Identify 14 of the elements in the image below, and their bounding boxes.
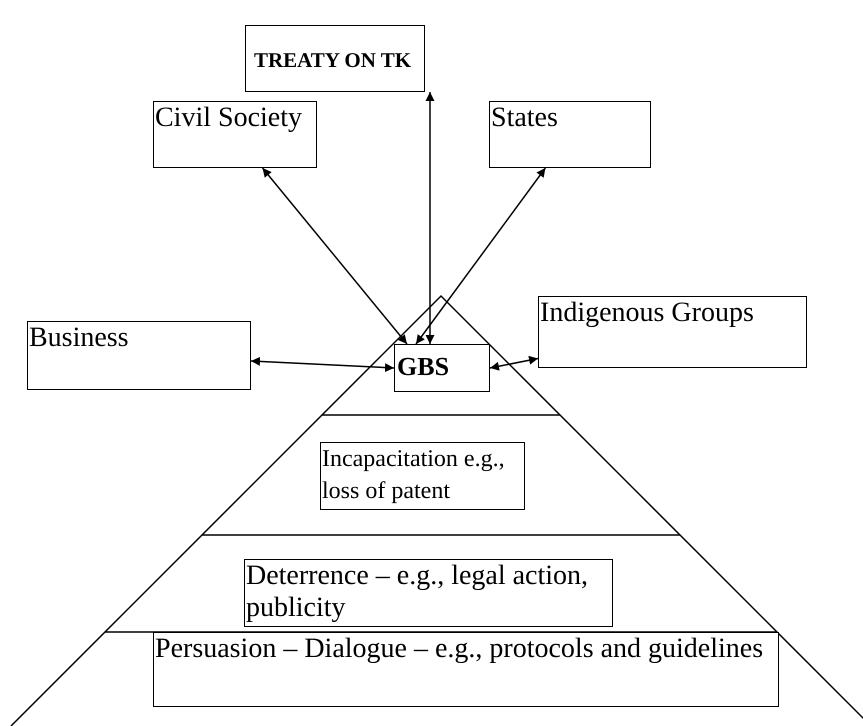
text-box: Deterrence – e.g., legal action, publicity <box>244 559 613 627</box>
text-box: States <box>489 101 651 168</box>
arrow <box>415 168 546 344</box>
text-box: Civil Society <box>153 101 317 168</box>
text-box: Indigenous Groups <box>538 296 807 368</box>
arrow <box>262 168 408 344</box>
text-box: Business <box>27 321 251 390</box>
text-box: GBS <box>394 344 490 392</box>
arrow <box>490 356 538 371</box>
text-box: TREATY ON TK <box>245 25 425 92</box>
arrow <box>426 92 434 344</box>
arrow <box>250 356 394 372</box>
text-box: Incapacitation e.g., loss of patent <box>320 442 525 510</box>
text-box: Persuasion – Dialogue – e.g., protocols and guidelines <box>153 632 779 707</box>
